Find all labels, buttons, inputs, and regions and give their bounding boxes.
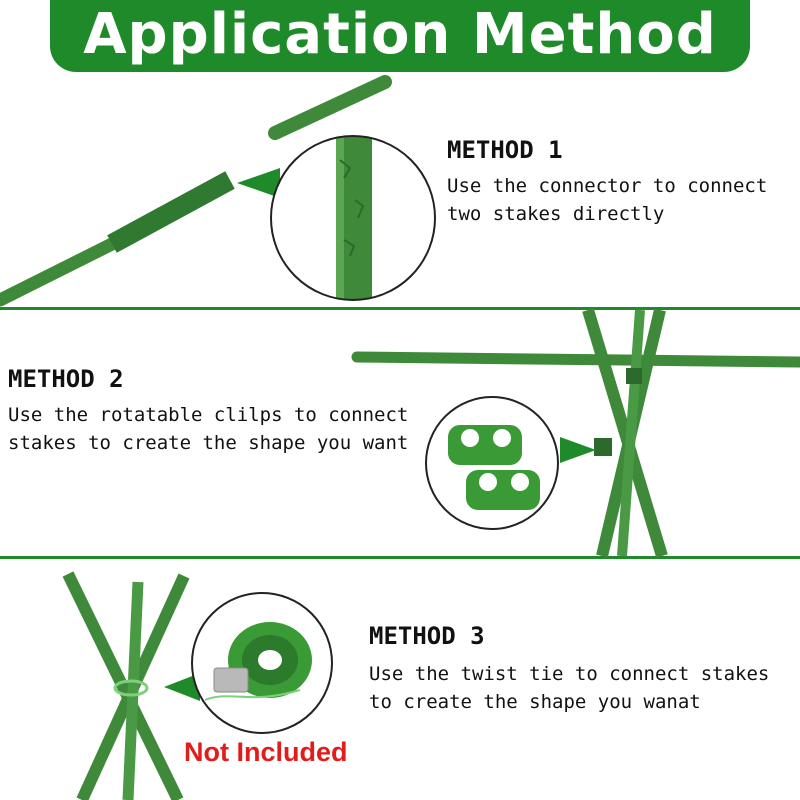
- tied-stakes-illustration: [62, 571, 190, 800]
- section-divider-2: [0, 556, 800, 559]
- method-3-desc-line-1: Use the twist tie to connect stakes: [369, 663, 770, 685]
- method-3-desc-line-2: to create the shape you wanat: [369, 691, 701, 713]
- connector-zoom-circle: [271, 136, 435, 300]
- method-2-heading: METHOD 2: [8, 365, 124, 393]
- rotatable-clip-stakes: [351, 308, 800, 558]
- clip-zoom-circle: [426, 397, 558, 529]
- pointer-arrow-2: [560, 437, 596, 463]
- twist-tie-zoom-circle: [192, 593, 332, 733]
- pointer-arrow-3: [164, 673, 200, 701]
- method-1-desc-line-2: two stakes directly: [447, 203, 665, 225]
- pointer-arrow-1: [237, 168, 280, 198]
- method-2-desc-line-2: stakes to create the shape you want: [8, 432, 409, 454]
- method-1-heading: METHOD 1: [447, 136, 563, 164]
- method-3-heading: METHOD 3: [369, 622, 485, 650]
- method-1-desc-line-1: Use the connector to connect: [447, 175, 768, 197]
- stake-connector-illustration: [0, 75, 392, 307]
- page-title: Application Method: [83, 2, 717, 67]
- title-banner: Application Method: [50, 0, 750, 72]
- method-2-desc-line-1: Use the rotatable clilps to connect: [8, 404, 409, 426]
- not-included-label: Not Included: [184, 737, 348, 767]
- section-divider-1: [0, 307, 800, 310]
